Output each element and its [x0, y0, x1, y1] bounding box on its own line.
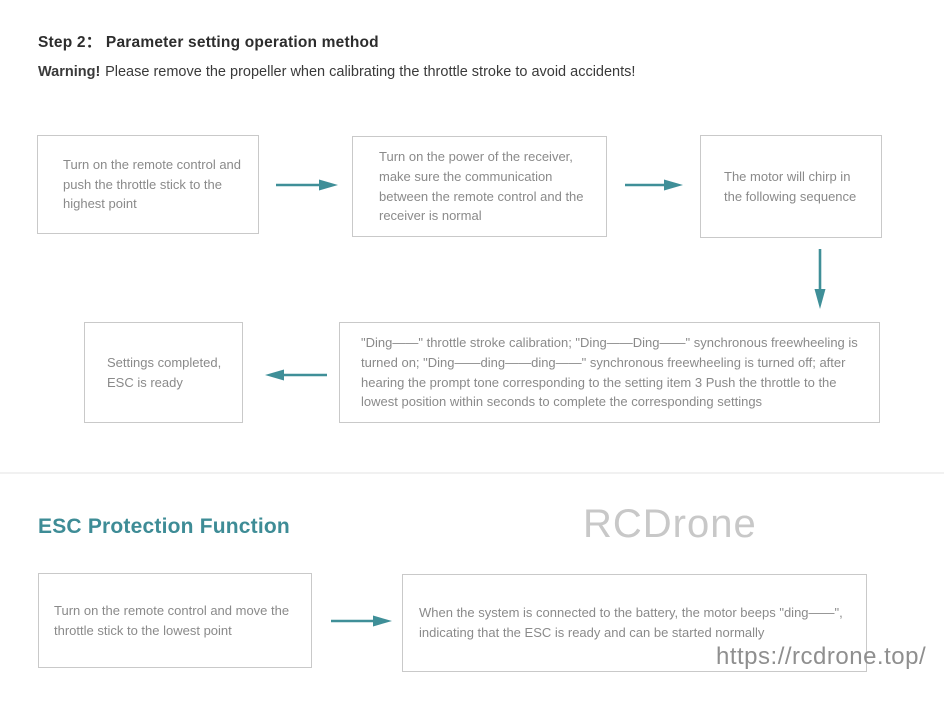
flow-box-label: When the system is connected to the batt… [419, 605, 843, 640]
step2-title: Step 2： Parameter setting operation meth… [38, 34, 379, 51]
flow-box-label: Turn on the power of the receiver, make … [379, 149, 584, 224]
arrow-right-icon [276, 179, 338, 191]
warning-message: Please remove the propeller when calibra… [105, 64, 636, 80]
flow-box-motor-chirp: The motor will chirp in the following se… [700, 135, 882, 238]
arrow-right-icon [625, 179, 683, 191]
protection-box-battery-beep: When the system is connected to the batt… [402, 574, 867, 672]
warning-text: Warning!Please remove the propeller when… [38, 64, 635, 80]
flow-box-label: Turn on the remote control and push the … [63, 156, 242, 212]
section-divider [0, 472, 944, 474]
arrow-down-icon [814, 249, 826, 309]
esc-protection-heading: ESC Protection Function [38, 515, 290, 538]
arrow-left-icon [265, 369, 327, 381]
flow-box-label: "Ding——" throttle stroke calibration; "D… [361, 335, 858, 410]
protection-box-remote-low: Turn on the remote control and move the … [38, 573, 312, 668]
flow-box-receiver-power: Turn on the power of the receiver, make … [352, 136, 607, 237]
flow-box-label: Turn on the remote control and move the … [54, 602, 290, 638]
flow-box-tone-description: "Ding——" throttle stroke calibration; "D… [339, 322, 880, 423]
arrow-right-icon [331, 615, 392, 627]
site-url: https://rcdrone.top/ [716, 643, 927, 670]
rcdrone-watermark: RCDrone [583, 502, 757, 546]
flow-box-label: The motor will chirp in the following se… [724, 168, 857, 204]
warning-label: Warning! [38, 64, 101, 80]
flow-box-settings-complete: Settings completed, ESC is ready [84, 322, 243, 423]
flow-box-label: Settings completed, ESC is ready [107, 354, 222, 390]
flow-box-remote-high: Turn on the remote control and push the … [37, 135, 259, 234]
